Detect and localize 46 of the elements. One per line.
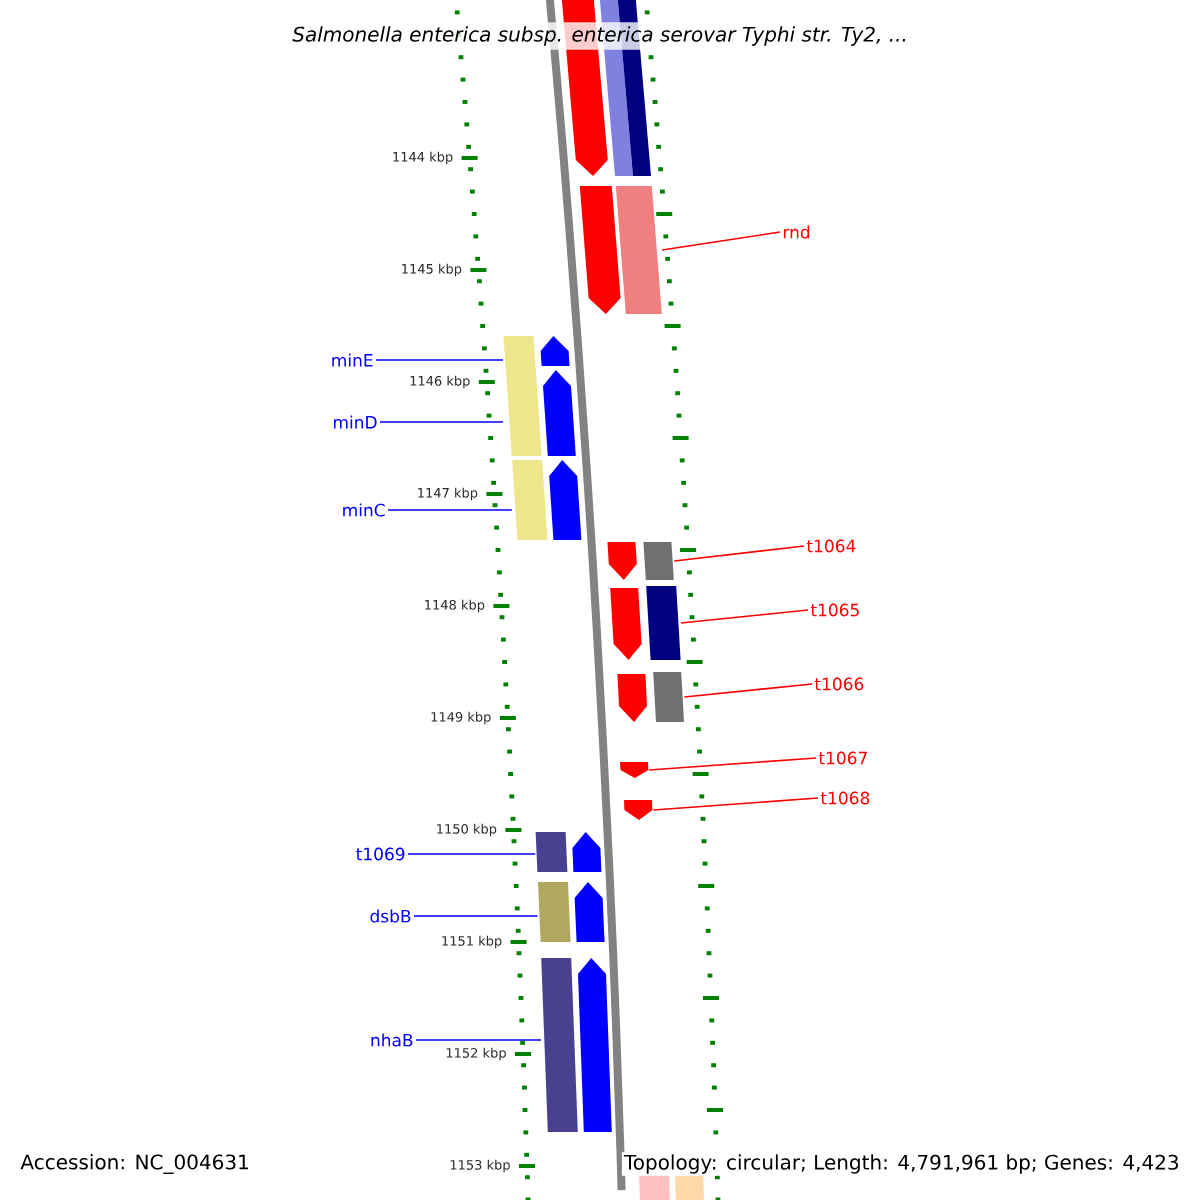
gene-feature xyxy=(578,958,612,1132)
gene-label: nhaB xyxy=(371,1033,413,1047)
gene-label: rnd xyxy=(783,225,810,239)
gene-feature xyxy=(624,800,653,820)
footer-text: Topology: circular; Length: 4,791,961 bp; Genes: 4,423 xyxy=(621,1152,1182,1176)
gene-feature xyxy=(540,336,570,366)
leader-line xyxy=(407,853,537,855)
gene-bar xyxy=(538,882,571,942)
gene-label: minD xyxy=(334,415,377,429)
gene-feature xyxy=(572,832,602,872)
leader-line xyxy=(415,1039,542,1041)
leader-line xyxy=(648,757,817,771)
footer-text: Accession: NC_004631 xyxy=(18,1152,252,1176)
gene-feature xyxy=(579,186,621,314)
leader-line xyxy=(652,797,819,811)
leader-line xyxy=(683,683,813,698)
gene-label: t1069 xyxy=(356,847,405,861)
gene-label: minE xyxy=(332,353,373,367)
gene-label: t1065 xyxy=(810,603,859,617)
gene-feature xyxy=(620,762,649,778)
leader-line xyxy=(673,545,805,562)
leader-line xyxy=(375,359,504,361)
gene-label: minC xyxy=(343,503,385,517)
title: Salmonella enterica subsp. enterica serovar Typhi str. Ty2, ... xyxy=(288,22,912,50)
leader-line xyxy=(387,509,513,511)
leader-line xyxy=(379,421,504,423)
gene-feature xyxy=(574,882,605,942)
gene-label: t1068 xyxy=(820,791,870,805)
gene-bar xyxy=(646,586,681,660)
gene-label: t1067 xyxy=(818,751,867,765)
gene-bar xyxy=(535,832,568,872)
gene-feature xyxy=(543,370,576,456)
gene-label: dsbB xyxy=(370,909,411,923)
gene-label: t1066 xyxy=(814,677,864,691)
gene-feature xyxy=(610,588,642,660)
gene-feature xyxy=(607,542,637,580)
gene-bar xyxy=(643,542,674,580)
gene-feature xyxy=(549,460,582,540)
gene-bar xyxy=(503,336,542,456)
gene-feature xyxy=(617,674,647,722)
gene-label: t1064 xyxy=(806,539,856,553)
gene-bar xyxy=(653,672,684,722)
leader-line xyxy=(413,915,539,917)
gene-bar xyxy=(512,460,548,540)
gene-bar xyxy=(541,958,578,1132)
gene-bar xyxy=(615,186,662,314)
